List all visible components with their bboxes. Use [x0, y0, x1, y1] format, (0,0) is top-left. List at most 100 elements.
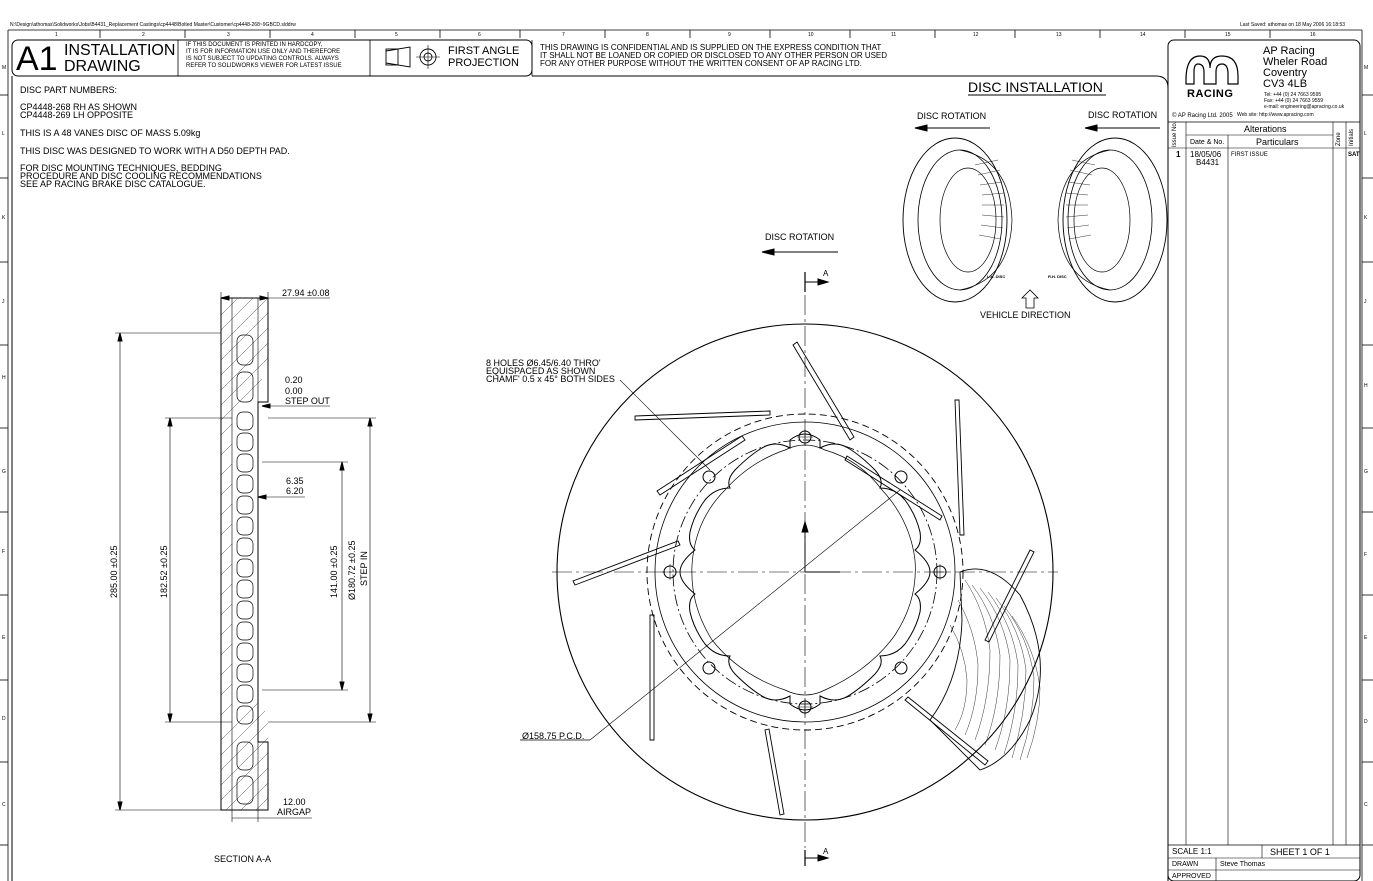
projection-line-1: FIRST ANGLE [448, 45, 520, 57]
thickness-dim: 27.94 ±0.08 [282, 288, 330, 298]
pcd-label: Ø158.75 P.C.D. [522, 731, 585, 741]
dia-inner-dim: 182.52 ±0.25 [159, 545, 169, 598]
company-contact-line: Web site: http://www.apracing.com [1237, 112, 1314, 118]
installation-title: DISC INSTALLATION [968, 79, 1103, 95]
zone-number: 1 [55, 32, 58, 38]
copyright: © AP Racing Ltd. 2005 [1172, 113, 1233, 119]
zone-letter: J [2, 299, 5, 305]
rh-disc-label: R.H. DISC [1048, 274, 1067, 279]
zone-letter: E [1364, 635, 1368, 641]
zone-number: 14 [1140, 32, 1146, 38]
zone-number: 3 [227, 32, 230, 38]
zone-number: 8 [646, 32, 649, 38]
step-out-dim: 0.00 [285, 386, 303, 396]
part-number-line: CP4448-268 RH AS SHOWN [20, 102, 138, 112]
column-zone: Zone [1336, 132, 1342, 146]
vehicle-direction-label: VEHICLE DIRECTION [980, 310, 1071, 320]
zone-letter: K [1364, 215, 1368, 221]
zone-letter: M [2, 65, 7, 71]
alteration-issue: 1 [1176, 150, 1181, 159]
title-line-2: DRAWING [64, 58, 141, 75]
zone-letter: L [2, 131, 5, 137]
airgap-dim: 12.00 [283, 797, 306, 807]
zone-number: 7 [562, 32, 565, 38]
zone-letter: C [2, 802, 6, 808]
dia-step-label: STEP IN [359, 551, 369, 586]
notes-heading: DISC PART NUMBERS: [20, 85, 118, 95]
step-dim: 6.20 [286, 486, 304, 496]
last-saved: Last Saved: athomas on 18 May 2006 16:18… [1240, 22, 1346, 28]
alteration-initials: SAT [1348, 152, 1360, 158]
dia-step-dim: Ø180.72 ±0.25 [347, 540, 357, 600]
zone-letter: H [1364, 383, 1368, 389]
catalogue-note-line: PROCEDURE AND DISC COOLING RECOMMENDATIO… [20, 171, 262, 181]
holes-note-line: 8 HOLES Ø6.45/6.40 THRO' [486, 358, 601, 368]
scale-label: SCALE 1:1 [1172, 847, 1212, 856]
zone-number: 6 [478, 32, 481, 38]
zone-number: 16 [1310, 32, 1316, 38]
zone-letter: G [1364, 469, 1368, 475]
confidential-line: THIS DRAWING IS CONFIDENTIAL AND IS SUPP… [540, 43, 882, 52]
zone-number: 12 [973, 32, 979, 38]
zone-number: 11 [891, 32, 897, 38]
sheet-label: SHEET 1 OF 1 [1270, 847, 1330, 857]
step-dim: 6.35 [286, 476, 304, 486]
dia-bore-dim: 141.00 ±0.25 [329, 545, 339, 598]
drawn-label: DRAWN [1172, 861, 1199, 868]
section-title: SECTION A-A [214, 854, 272, 864]
zone-letter: C [1364, 802, 1368, 808]
part-number-line: CP4448-269 LH OPPOSITE [20, 110, 134, 120]
column-initials: Initials [1349, 128, 1355, 146]
sheet-size: A1 [16, 40, 58, 78]
catalogue-note-line: SEE AP RACING BRAKE DISC CATALOGUE. [20, 179, 206, 189]
mass-note: THIS IS A 48 VANES DISC OF MASS 5.09kg [20, 128, 201, 138]
section-marker-top: A [823, 269, 829, 278]
zone-number: 15 [1225, 32, 1231, 38]
alteration-date: 18/05/06 [1190, 150, 1222, 159]
column-particulars: Particulars [1256, 137, 1299, 147]
zone-letter: D [1364, 719, 1368, 725]
hardcopy-note-line: IF THIS DOCUMENT IS PRINTED IN HARDCOPY, [186, 42, 323, 48]
hardcopy-note-line: REFER TO SOLIDWORKS VIEWER FOR LATEST IS… [186, 63, 342, 69]
alterations-heading: Alterations [1244, 124, 1287, 134]
company-address-line: CV3 4LB [1263, 78, 1308, 90]
drawn-by: Steve Thomas [1220, 861, 1266, 868]
zone-letter: K [2, 215, 6, 221]
zone-letter: F [1364, 552, 1368, 558]
hardcopy-note-line: IT IS FOR INFORMATION USE ONLY AND THERE… [186, 49, 341, 55]
company-name: AP Racing [1263, 45, 1315, 57]
catalogue-note-line: FOR DISC MOUNTING TECHNIQUES, BEDDING [20, 163, 222, 173]
alteration-number: B4431 [1196, 158, 1220, 167]
step-out-dim: 0.20 [285, 375, 303, 385]
company-address-line: Wheler Road [1263, 56, 1328, 68]
approved-label: APPROVED [1172, 873, 1211, 880]
zone-number: 2 [142, 32, 145, 38]
rotation-label-left: DISC ROTATION [917, 111, 987, 121]
company-contact-line: e-mail: engineering@apracing.co.uk [1264, 104, 1345, 110]
confidential-line: FOR ANY OTHER PURPOSE WITHOUT THE WRITTE… [540, 59, 862, 68]
zone-letter: H [2, 375, 6, 381]
column-issue: Issue No. [1172, 121, 1178, 147]
zone-letter: F [2, 549, 6, 555]
pad-note: THIS DISC WAS DESIGNED TO WORK WITH A D5… [20, 146, 290, 156]
company-contact-line: Fax: +44 (0) 24 7663 9559 [1264, 98, 1324, 104]
zone-letter: J [1364, 299, 1367, 305]
column-date: Date & No. [1190, 139, 1225, 146]
rotation-label-right: DISC ROTATION [1088, 110, 1158, 120]
alteration-particulars: FIRST ISSUE [1231, 152, 1268, 158]
lh-disc-label: L.H. DISC [987, 274, 1006, 279]
zone-letter: E [2, 635, 6, 641]
title-line-1: INSTALLATION [64, 42, 176, 59]
zone-number: 10 [808, 32, 814, 38]
zone-number: 13 [1056, 32, 1062, 38]
zone-number: 9 [728, 32, 731, 38]
front-rotation-label: DISC ROTATION [765, 232, 835, 242]
holes-note-line: CHAMF' 0.5 x 45° BOTH SIDES [486, 374, 615, 384]
zone-letter: M [1364, 65, 1369, 71]
step-out-label: STEP OUT [285, 396, 330, 406]
hardcopy-note-line: IS NOT SUBJECT TO UPDATING CONTROLS. ALW… [186, 56, 339, 62]
file-path: N:\Design\athomas\Solidworks\Jobs\B4431_… [10, 22, 296, 28]
confidential-line: IT SHALL NOT BE LOANED OR COPIED OR DISC… [540, 51, 888, 60]
